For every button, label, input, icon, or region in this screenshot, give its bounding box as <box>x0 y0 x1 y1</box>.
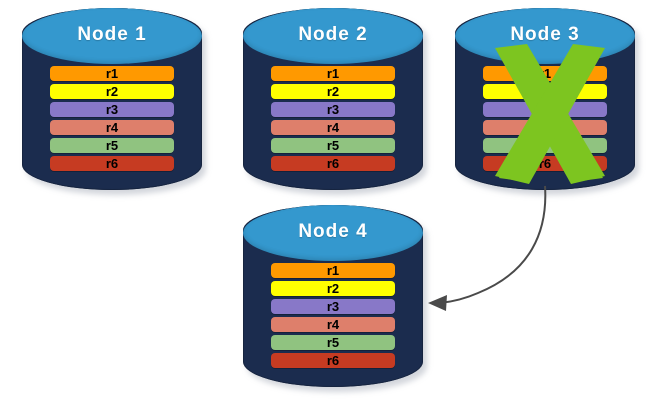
node-4-row-r2[interactable]: r2 <box>271 281 395 296</box>
node-1-top-ellipse <box>22 8 202 64</box>
node-3-row-r6[interactable]: r6 <box>483 156 607 171</box>
node-4-row-r6[interactable]: r6 <box>271 353 395 368</box>
node-3-row-r2[interactable]: r2 <box>483 84 607 99</box>
node-1-row-r2[interactable]: r2 <box>50 84 174 99</box>
node-2-row-r1[interactable]: r1 <box>271 66 395 81</box>
node-3-row-r4[interactable]: r4 <box>483 120 607 135</box>
node-1-row-r3[interactable]: r3 <box>50 102 174 117</box>
node-1-row-r5[interactable]: r5 <box>50 138 174 153</box>
node-2-row-r3[interactable]: r3 <box>271 102 395 117</box>
node-1-row-r1[interactable]: r1 <box>50 66 174 81</box>
node-3-row-r1[interactable]: r1 <box>483 66 607 81</box>
node-3-row-r5[interactable]: r5 <box>483 138 607 153</box>
node-1-rows: r1 r2 r3 r4 r5 r6 <box>22 8 202 190</box>
node-4-cylinder[interactable]: Node 4 r1 r2 r3 r4 r5 r6 <box>243 205 427 392</box>
node-1-row-r6[interactable]: r6 <box>50 156 174 171</box>
node-1-row-r4[interactable]: r4 <box>50 120 174 135</box>
node-4-row-r5[interactable]: r5 <box>271 335 395 350</box>
node-3-row-r3[interactable]: r3 <box>483 102 607 117</box>
node-2-row-r4[interactable]: r4 <box>271 120 395 135</box>
node-2-row-r5[interactable]: r5 <box>271 138 395 153</box>
node-4-rows: r1 r2 r3 r4 r5 r6 <box>243 205 423 387</box>
node-3-cylinder[interactable]: Node 3 r1 r2 r3 r4 r5 r6 <box>455 8 639 195</box>
node-2-top-ellipse <box>243 8 423 64</box>
node-2-cylinder[interactable]: Node 2 r1 r2 r3 r4 r5 r6 <box>243 8 427 195</box>
node-2-row-r6[interactable]: r6 <box>271 156 395 171</box>
node-2-row-r2[interactable]: r2 <box>271 84 395 99</box>
node-4-row-r1[interactable]: r1 <box>271 263 395 278</box>
node-4-row-r3[interactable]: r3 <box>271 299 395 314</box>
node-2-rows: r1 r2 r3 r4 r5 r6 <box>243 8 423 190</box>
node-3-rows: r1 r2 r3 r4 r5 r6 <box>455 8 635 190</box>
node-1-cylinder[interactable]: Node 1 r1 r2 r3 r4 r5 r6 <box>22 8 206 195</box>
node-4-top-ellipse <box>243 205 423 261</box>
node-4-row-r4[interactable]: r4 <box>271 317 395 332</box>
